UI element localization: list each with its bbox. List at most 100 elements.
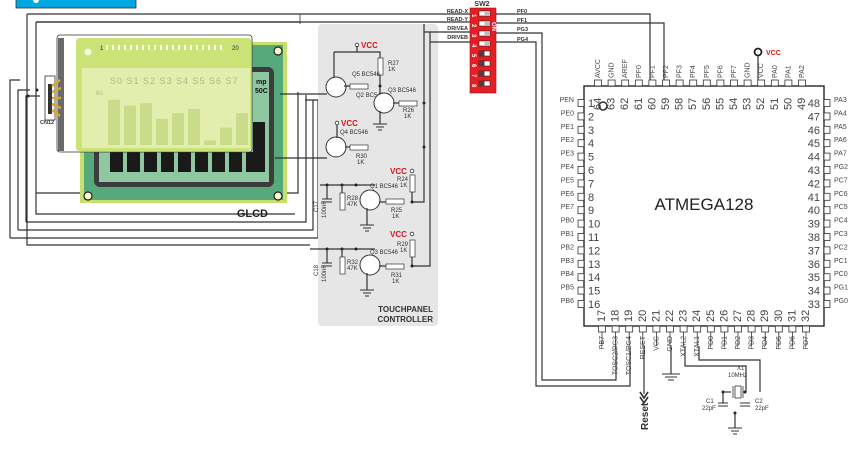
pin-number: 62 [619,98,631,110]
mcu-pin [662,79,670,87]
pin-label: PD0 [708,336,715,350]
glcd-pin [220,45,222,50]
pin-number: 31 [786,310,798,322]
mcu-pin [770,79,779,87]
resistor-r29 [409,239,416,258]
pin-number: 32 [800,310,812,322]
pin-number: 2 [588,111,594,123]
glcd-pin [136,45,138,50]
pin-label: PA1 [785,65,792,78]
cn12-flex-contacts [51,79,62,117]
sw2-left-label: DRIVEB [447,35,468,41]
pin-number: 41 [808,192,820,204]
header-tab-dot [33,0,39,3]
r30-val: 1K [357,160,364,166]
mcu-pin [577,233,585,241]
mcu-pin [823,166,831,174]
glcd-pin [178,45,180,50]
mcu-pin [679,325,688,333]
glcd-pin [160,45,162,50]
mcu-pin [652,325,661,333]
pin-label: PE5 [561,177,574,184]
pin-number: 11 [588,232,599,244]
pin-number: 5 [588,152,594,164]
mcu-pin [706,325,715,333]
mcu-pin [625,325,634,333]
pin-label: XTAL2 [681,336,688,357]
pin-number: 19 [623,310,635,322]
glcd-pin [208,45,210,50]
mount-hole [273,46,283,56]
pin-label: PF6 [717,65,724,78]
glcd-pin [202,45,204,50]
pin-label: PE2 [561,137,574,144]
pin-number: 45 [808,138,820,150]
glcd-pin [124,45,126,50]
pin-number: 8 [588,192,594,204]
mcu-pin [577,246,585,255]
transistor-q1 [359,189,381,211]
pin-number: 35 [808,272,820,284]
c18-val: 100nF [322,265,328,282]
glcd-bar [220,127,232,145]
pin-number: 7 [588,178,594,190]
q5-ref: Q5 BC546 [352,72,381,78]
pin-number: 6 [588,165,594,177]
dip-switch-knob [484,11,490,16]
pin-number: 24 [691,310,703,322]
r31-ref: R31 [391,273,403,279]
r25-ref: R25 [391,208,403,214]
r24-ref: R24 [397,177,409,183]
q2-ref: Q3 BC546 [388,88,417,94]
mcu-pin [577,99,585,107]
pin-label: PD1 [721,336,728,350]
pin-number: 40 [808,205,820,217]
dip-switch-knob [479,81,485,86]
glcd-dark-bar [110,152,123,172]
c17-ref: C17 [314,200,320,212]
pin-number: 52 [755,98,767,110]
pin-label: PA6 [834,137,847,144]
glcd-pin [112,45,114,50]
r28-ref: R28 [347,196,359,202]
glcd-dark-bar [195,152,208,172]
pin-label: AREF [622,59,629,78]
pin-number: 27 [732,310,744,322]
pin-number: 12 [588,245,600,257]
mcu-pin [577,300,585,308]
mcu-pin [577,259,585,268]
pin-number: 64 [592,98,604,110]
pin-label: PC5 [834,204,848,211]
sw2-right-label: PG3 [517,27,528,33]
glcd-screen-top-text: S0 S1 S2 S3 S4 S5 S6 S7 [110,76,239,86]
glcd-pin [184,45,186,50]
mcu-name: ATMEGA128 [655,195,754,214]
mcu-pin [577,139,585,148]
sw2-right-label: PF0 [517,9,527,15]
glcd-dark-bar [144,152,157,172]
mcu-pin [823,300,831,308]
mcu-pin [693,325,702,333]
pin-label: PF2 [663,65,670,78]
pin-number: 60 [646,98,658,110]
pin-number: 48 [808,98,820,110]
pin-label: PF5 [704,65,711,78]
sw2-label: SW2 [474,1,489,8]
pin-label: PG0 [834,298,848,305]
sw2-position-label: 6 [470,64,476,68]
mcu-pin [757,79,766,87]
mcu-pin [823,179,831,188]
pin-label: PB2 [561,244,574,251]
glcd-dark-bar [212,152,225,172]
pin-label: PC0 [834,271,848,278]
glcd-bar [108,99,120,145]
r32-val: 47K [347,266,358,272]
mcu-pin [577,273,585,282]
atmega128-chip: ATMEGA128 64AVCC63GND62AREF61PF060PF159P… [560,47,848,375]
mcu-pin [823,273,831,282]
c1-ref: C1 [706,399,714,405]
c2-value: 22pF [755,406,769,412]
r27-ref: R27 [388,61,400,67]
r27-val: 1K [388,67,395,73]
